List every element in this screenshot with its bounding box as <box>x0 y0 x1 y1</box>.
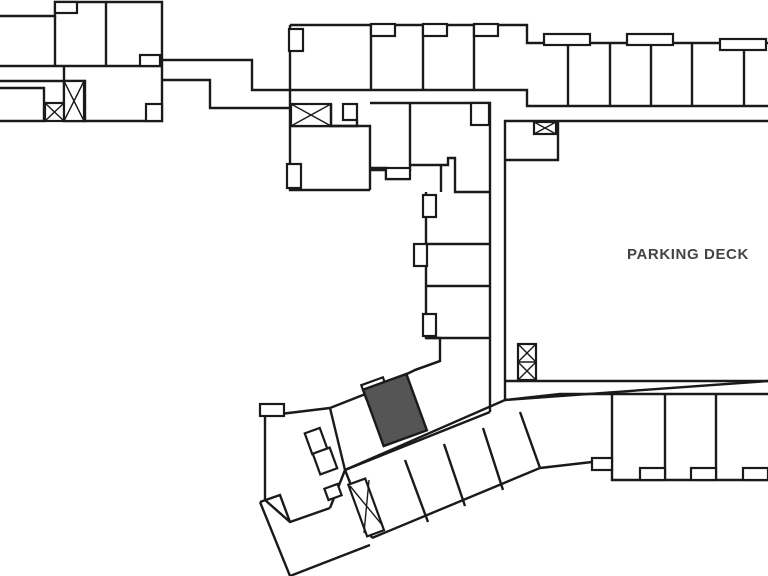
lower-left-small-box <box>322 482 344 502</box>
highlighted-unit[interactable] <box>361 372 429 448</box>
lower-right-service-box-3 <box>689 466 718 482</box>
central-core <box>285 101 492 412</box>
parking-deck-outline <box>503 119 768 402</box>
top-center-service-box-4 <box>472 22 500 38</box>
core-elevator <box>289 102 333 128</box>
lower-left-wing <box>258 402 371 576</box>
top-left-elevator-2 <box>62 79 86 123</box>
parking-elevator-side <box>516 342 538 382</box>
top-center-service-box-3 <box>421 22 449 38</box>
parking-deck-label: PARKING DECK <box>627 246 749 263</box>
top-left-corner-box <box>138 53 162 68</box>
top-right-service-box-3 <box>718 37 768 52</box>
wing-service-box-3 <box>421 312 438 338</box>
top-center-building <box>287 22 768 192</box>
lower-right-building <box>504 392 768 482</box>
core-service-box-1 <box>384 166 412 181</box>
lower-right-service-box-2 <box>638 466 667 482</box>
connector-corridors <box>162 58 290 110</box>
parking-elevator-top <box>532 120 558 136</box>
lower-right-service-box-1 <box>590 456 614 472</box>
lower-diagonal-wing <box>328 359 542 540</box>
core-service-box-2 <box>469 101 491 127</box>
wing-service-box-2 <box>412 242 429 268</box>
top-right-service-box-2 <box>625 32 675 47</box>
top-center-service-box-2 <box>369 22 397 38</box>
core-small-room <box>341 102 359 122</box>
top-right-service-box-1 <box>542 32 592 47</box>
core-service-box-3 <box>285 162 303 190</box>
lower-right-service-box-4 <box>741 466 768 482</box>
lower-wing-elevator <box>346 477 386 538</box>
lower-left-service-box <box>258 402 286 418</box>
top-left-elevator-1 <box>43 101 66 123</box>
wing-service-box-1 <box>421 193 438 219</box>
lower-left-stair-2 <box>311 446 339 476</box>
top-left-building <box>0 0 164 123</box>
top-left-small-room <box>144 102 164 123</box>
top-left-service-box <box>53 0 79 15</box>
center-vertical-wing <box>412 192 490 372</box>
top-center-service-box-1 <box>287 27 305 53</box>
